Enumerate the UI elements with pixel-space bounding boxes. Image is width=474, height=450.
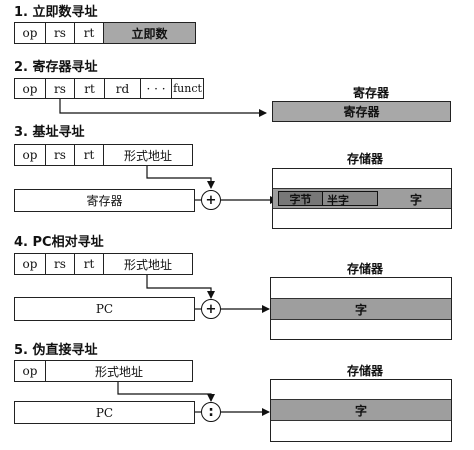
base-register-box: 寄存器 [14,189,195,212]
field-op: op [14,144,46,166]
field-rt: rt [74,144,104,166]
field-offset-address: 形式地址 [103,253,193,275]
field-ellipsis: · · · [140,78,172,99]
field-rs: rs [45,253,75,275]
memory-frame: 字节 半字 字 [272,168,452,229]
heading-base-addressing: 3. 基址寻址 [14,125,85,140]
field-op: op [14,78,46,99]
concatenation-icon: : [201,402,221,422]
field-rs: rs [45,144,75,166]
field-address: 形式地址 [45,360,193,382]
memory-word-row: 字 [271,298,451,320]
memory-frame: 字 [270,379,452,442]
byte-box: 字节 [279,192,323,206]
pc-register-box: PC [14,297,195,321]
halfword-box: 字节 半字 [278,191,378,207]
address-to-concat-line [117,382,215,402]
field-op: op [14,22,46,44]
memory-caption: 存储器 [346,152,383,166]
pc-register-box: PC [14,401,195,424]
memory-word-row: 字节 半字 字 [273,188,451,209]
field-offset-address: 形式地址 [103,144,193,166]
offset-to-adder-line [146,166,215,189]
offset-to-adder-line-pc [146,275,215,299]
field-immediate: 立即数 [103,22,196,44]
field-rs: rs [45,22,75,44]
field-rt: rt [74,22,104,44]
heading-pc-relative-addressing: 4. PC相对寻址 [14,235,104,250]
adder-icon: + [201,299,221,319]
register-pointer-line [59,99,267,117]
adder-icon: + [201,190,221,210]
field-op: op [14,360,46,382]
register-caption: 寄存器 [352,86,389,100]
memory-frame: 字 [270,277,452,340]
heading-register-addressing: 2. 寄存器寻址 [14,60,98,75]
register-box: 寄存器 [272,101,451,122]
field-rt: rt [74,78,105,99]
field-funct: funct [171,78,204,99]
word-label: 字 [410,193,423,207]
memory-word-row: 字 [271,399,451,421]
field-op: op [14,253,46,275]
memory-caption: 存储器 [346,262,383,276]
heading-immediate-addressing: 1. 立即数寻址 [14,5,98,20]
field-rd: rd [104,78,141,99]
heading-pseudo-direct-addressing: 5. 伪直接寻址 [14,343,98,358]
memory-caption: 存储器 [346,364,383,378]
field-rt: rt [74,253,104,275]
field-rs: rs [45,78,75,99]
halfword-label: 半字 [327,194,349,207]
